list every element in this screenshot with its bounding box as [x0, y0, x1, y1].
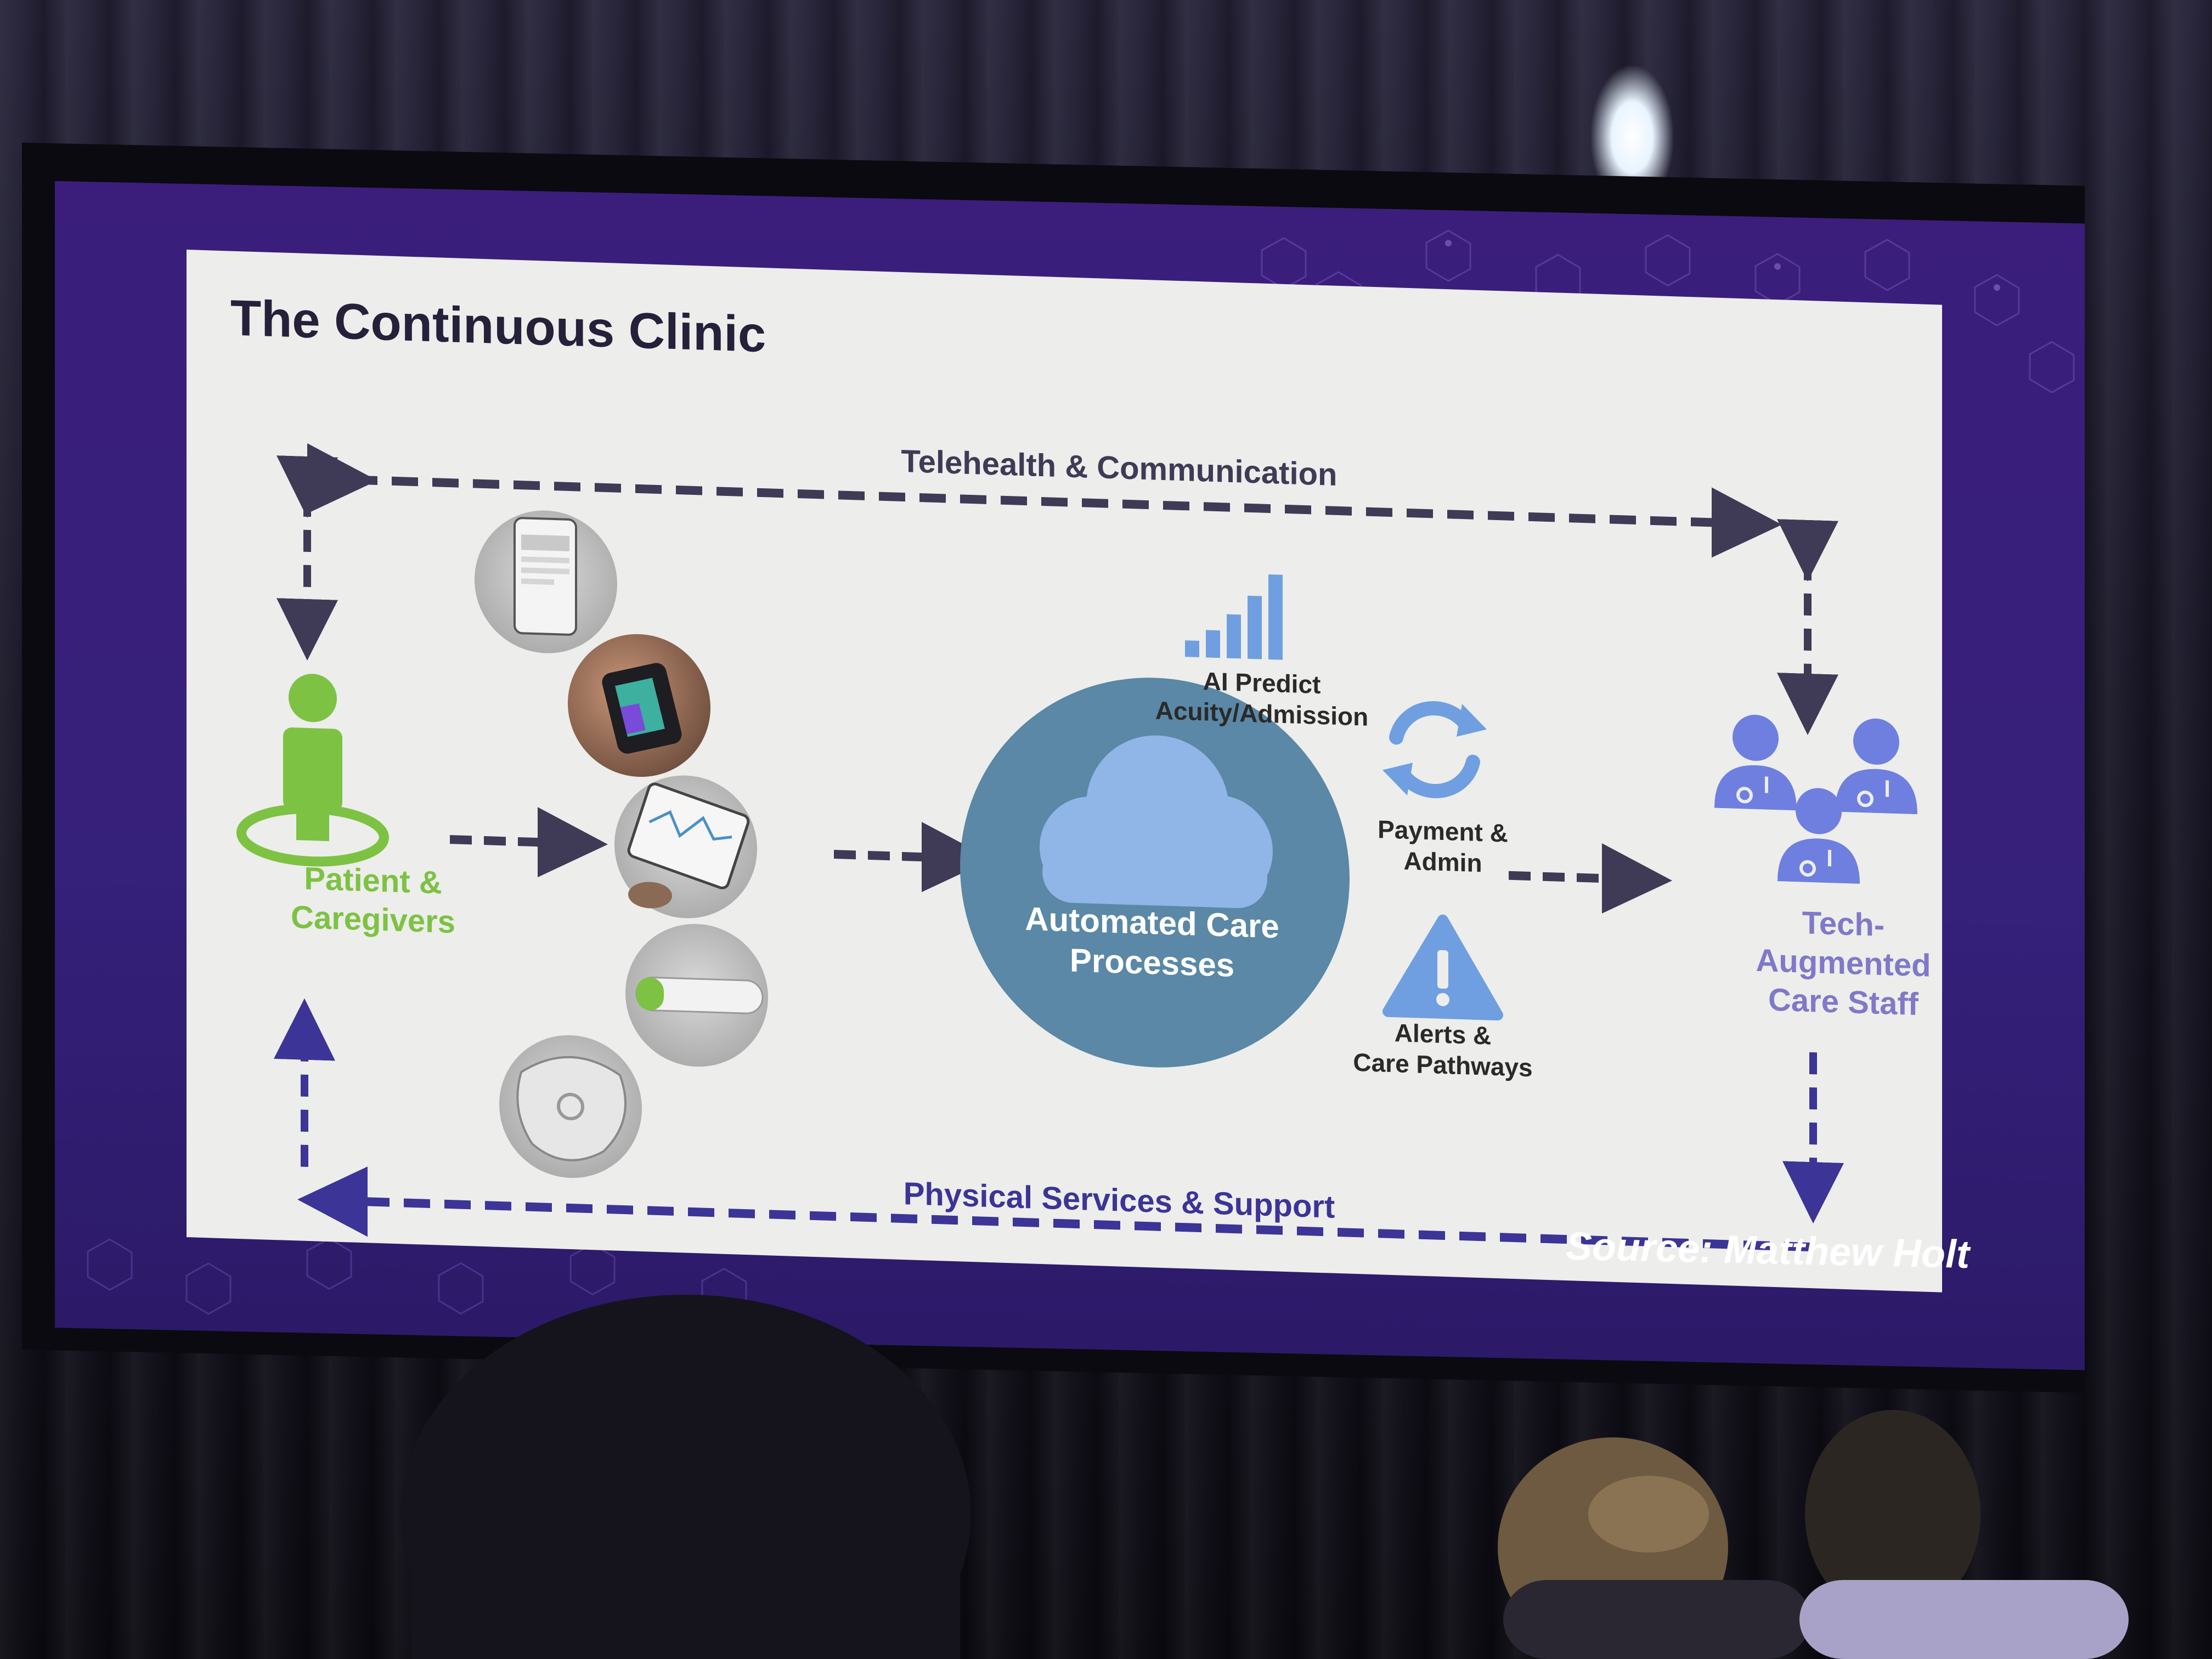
telehealth-arrow: [307, 443, 1782, 558]
physical-services-arrow: [297, 1166, 1810, 1252]
doctor-icon: [1835, 718, 1917, 815]
doctor-icon: [1714, 714, 1797, 811]
hub-to-staff-arrow: [1509, 843, 1672, 914]
doctor-icon: [1778, 788, 1860, 884]
devices-to-hub-arrow: [834, 822, 992, 893]
audience-head: [1498, 1437, 1810, 1659]
tablet-chart-photo: [614, 775, 757, 918]
digital-thermometer-photo: [625, 924, 768, 1067]
cloud-icon: [1040, 735, 1273, 909]
sync-icon: [1383, 701, 1487, 798]
projection-screen: The Continuous Clinic: [55, 181, 2085, 1370]
patient-to-devices-arrow: [450, 807, 608, 878]
slide: The Continuous Clinic: [187, 250, 1942, 1293]
audience-head: [400, 1295, 971, 1659]
warning-icon: [1383, 914, 1503, 1021]
person-icon: [236, 674, 389, 867]
signal-bars-icon: [1185, 574, 1283, 660]
continuous-clinic-diagram: [236, 443, 1917, 1252]
sensor-patch-photo: [499, 1035, 642, 1178]
smartphone-app-photo: [475, 510, 617, 653]
audience-head: [1799, 1410, 2129, 1659]
wearable-monitor-photo: [568, 634, 710, 777]
